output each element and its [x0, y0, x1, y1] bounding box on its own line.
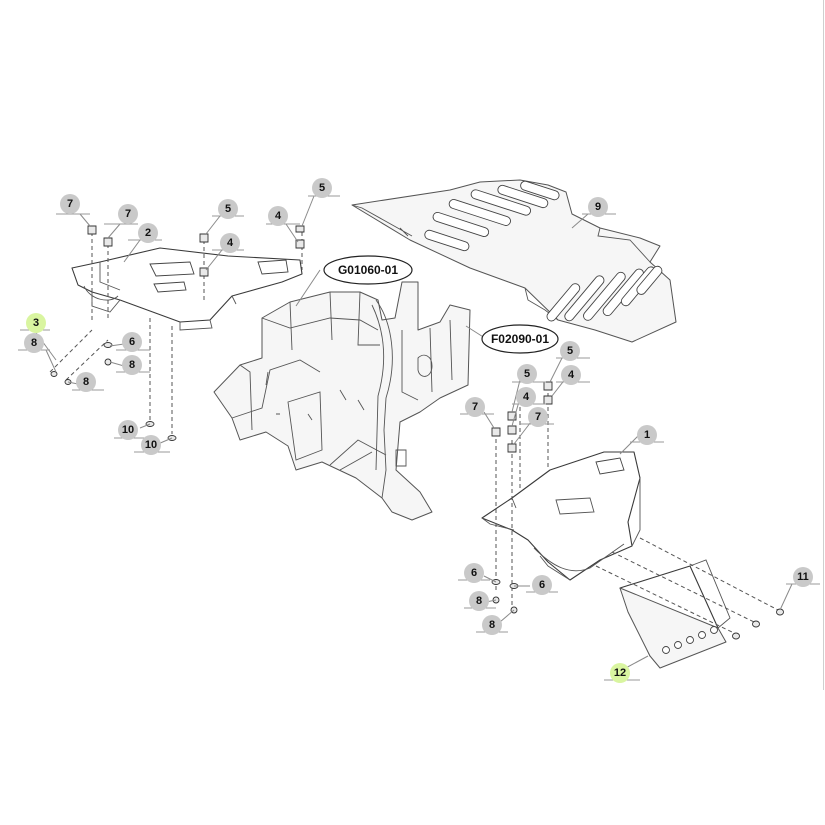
callout-label: 7	[67, 198, 73, 210]
callout-bubble: 8	[24, 333, 44, 353]
callout-label: 11	[797, 571, 809, 583]
callout-label: 6	[471, 567, 477, 579]
callout-bubble: 5	[312, 178, 332, 198]
callout-label: 4	[227, 237, 234, 249]
callout-bubble: 10	[141, 435, 161, 455]
callouts: 7 7 2 5 4 4 5 9 3 8 8 6 8 10 10 5 5 4 4 …	[24, 178, 813, 683]
callout-bubble: 12	[610, 663, 630, 683]
frame-edge	[823, 0, 824, 690]
tray-drawing	[619, 559, 731, 669]
main-frame-drawing	[213, 281, 471, 521]
callout-bubble: 11	[793, 567, 813, 587]
callout-label: 9	[595, 201, 601, 213]
callout-label: 1	[644, 429, 650, 441]
callout-bubble: 5	[560, 341, 580, 361]
callout-label: 5	[319, 182, 325, 194]
callout-label: 6	[129, 336, 135, 348]
callout-bubble: 6	[122, 332, 142, 352]
callout-bubble: 8	[482, 615, 502, 635]
callout-label: 5	[567, 345, 573, 357]
callout-label: 7	[125, 208, 131, 220]
callout-label: 7	[535, 411, 541, 423]
callout-label: 4	[275, 210, 282, 222]
callout-bubble: 7	[528, 407, 548, 427]
callout-bubble: 4	[220, 233, 240, 253]
callout-label: 10	[122, 424, 134, 436]
tray-holes	[662, 626, 718, 654]
callout-label: 10	[145, 439, 157, 451]
callout-bubble: 7	[60, 194, 80, 214]
callout-bubble: 8	[469, 591, 489, 611]
callout-label: 8	[31, 337, 37, 349]
left-floor-plate-drawing	[71, 247, 303, 331]
callout-bubble: 8	[122, 355, 142, 375]
callout-label: 8	[476, 595, 482, 607]
callout-bubble: 7	[465, 397, 485, 417]
callout-label: 3	[33, 317, 39, 329]
ref-g01060-label: G01060-01	[338, 263, 398, 277]
callout-bubble: 6	[532, 575, 552, 595]
callout-bubble: 9	[588, 197, 608, 217]
right-floor-plate-drawing	[481, 451, 641, 581]
floor-mat-ribs	[424, 180, 663, 322]
callout-bubble: 10	[118, 420, 138, 440]
callout-bubble: 4	[516, 387, 536, 407]
callout-bubble: 8	[76, 372, 96, 392]
callout-bubble: 2	[138, 223, 158, 243]
callout-label: 5	[225, 203, 231, 215]
callout-bubble: 3	[26, 313, 46, 333]
callout-label: 6	[539, 579, 545, 591]
callout-label: 4	[568, 369, 575, 381]
fasteners	[50, 225, 784, 640]
callout-label: 5	[524, 368, 530, 380]
ref-g01060: G01060-01	[323, 255, 413, 285]
callout-label: 2	[145, 227, 151, 239]
ref-f02090-label: F02090-01	[491, 332, 549, 346]
callout-bubble: 5	[517, 364, 537, 384]
callout-bubble: 6	[464, 563, 484, 583]
callout-label: 8	[489, 619, 495, 631]
callout-label: 12	[614, 667, 626, 679]
callout-bubble: 1	[637, 425, 657, 445]
callout-bubble: 4	[268, 206, 288, 226]
callout-label: 4	[523, 391, 530, 403]
leader-lines	[33, 195, 793, 671]
callout-bubble: 5	[218, 199, 238, 219]
callout-label: 7	[472, 401, 478, 413]
callout-bubble: 4	[561, 365, 581, 385]
callout-label: 8	[83, 376, 89, 388]
floor-mat-drawing	[351, 179, 677, 343]
callout-bubble: 7	[118, 204, 138, 224]
ref-f02090: F02090-01	[481, 324, 559, 354]
callout-label: 8	[129, 359, 135, 371]
